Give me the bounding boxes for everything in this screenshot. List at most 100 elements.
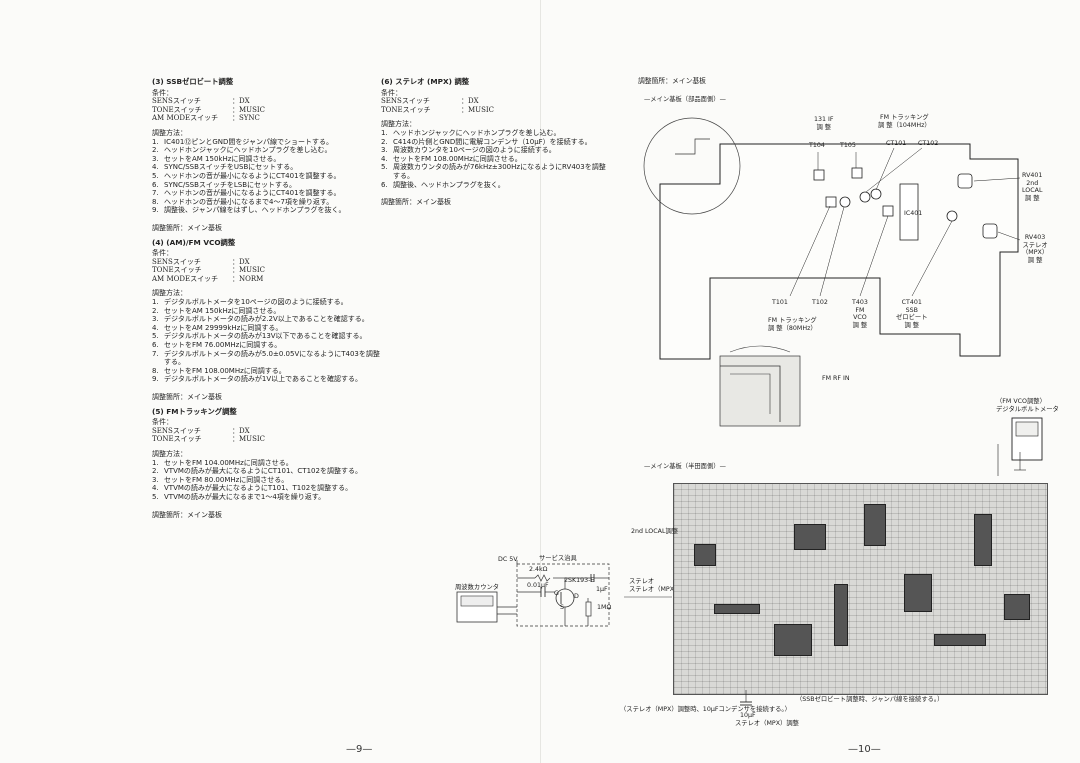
step: 2.VTVMの読みが最大になるようにCT101、CT102を調整する。 [152,467,362,476]
label-t101: T101 [772,299,788,306]
ic-chip [934,634,986,646]
right-location-header: 調整箇所：メイン基板 [638,77,706,85]
step: 7.ヘッドホンの音が最小になるようにCT401を調整する。 [152,189,341,198]
step: 2.ヘッドホンジャックにヘッドホンプラグを差し込む。 [152,146,332,155]
label-fet: 2SK193-E [564,577,595,584]
step: 8.セットをFM 108.00MHzに同調する。 [152,366,286,375]
condition-key: SENSスイッチ [152,426,201,435]
label-dc5v: DC 5V [498,556,518,563]
step-list: 1.IC401⑫ピンとGND間をジャンパ線でショートする。 2.ヘッドホンジャッ… [152,138,382,215]
ic-chip [794,524,826,550]
section-fm-tracking: (5) FMトラッキング調整 条件： SENSスイッチ：DX TONEスイッチ：… [152,407,382,520]
method-label: 調整方法： [381,120,416,129]
step: 9.デジタルボルトメータの読みが1V以上であることを確認する。 [152,375,363,384]
label-fm-tracking-104: FM トラッキング調 整（104MHz） [878,114,931,129]
method-label: 調整方法： [152,289,187,298]
step: 5.デジタルボルトメータの読みが13V以下であることを確認する。 [152,332,367,341]
condition-key: SENSスイッチ [152,257,201,266]
label-c-0-01uf: 0.01μF [527,582,549,589]
conditions-label: 条件： [152,249,173,258]
ic-chip [834,584,848,646]
condition-key: TONEスイッチ [152,435,202,444]
service-jig-circuit [456,560,610,627]
left-column: (3) SSBゼロビート調整 条件： SENSスイッチ：DX TONEスイッチ：… [152,77,382,520]
section-stereo-mpx: (6) ステレオ (MPX) 調整 条件： SENSスイッチ：DX TONEスイ… [381,77,606,207]
method-label: 調整方法： [152,128,187,137]
step: 6.セットをFM 76.00MHzに同調する。 [152,341,282,350]
conditions: SENSスイッチ：DX TONEスイッチ：MUSIC [381,97,606,114]
label-t104: T104 [809,142,825,149]
label-fm-rf-in: FM RF IN [822,375,850,382]
conditions-label: 条件： [152,418,173,427]
condition-key: TONEスイッチ [152,266,202,275]
condition-value: ：MUSIC [461,105,494,114]
condition-value: ：DX [232,426,250,435]
condition-key: AM MODEスイッチ [152,274,219,283]
section-fm-vco: (4) (AM)/FM VCO調整 条件： SENSスイッチ：DX TONEスイ… [152,237,382,402]
label-10uf: 10μF [740,712,756,719]
conditions-label: 条件： [152,88,173,97]
conditions-label: 条件： [381,88,402,97]
ic-chip [694,544,716,566]
step: 4.セットをFM 108.00MHzに同調させる。 [381,154,522,163]
step: 1.IC401⑫ピンとGND間をジャンパ線でショートする。 [152,137,334,146]
step: 5.VTVMの読みが最大になるまで1～4項を繰り返す。 [152,492,326,501]
label-s: S [560,604,564,611]
label-dvm: デジタルボルトメータ [996,406,1059,413]
leader-stereo [624,596,672,598]
step: 3.セットをAM 150kHzに同調させる。 [152,154,281,163]
step: 3.周波数カウンタを10ページの図のように接続する。 [381,146,556,155]
label-2nd-local-adj: 2nd LOCAL調整 [631,528,679,535]
step-list: 1.デジタルボルトメータを10ページの図のように接続する。 2.セットをAM 1… [152,298,382,384]
top-board-caption: —メイン基板（部品面側）— [644,96,726,103]
label-service-jig: サービス治具 [539,555,577,562]
main-board-solder-side [673,483,1048,695]
section-title: (4) (AM)/FM VCO調整 [152,237,236,247]
page-number-right: —10— [848,744,881,755]
label-g: G [554,590,559,597]
step: 4.SYNC/SSBスイッチをUSBにセットする。 [152,163,298,172]
adjustment-location: 調整箇所：メイン基板 [152,510,222,519]
condition-value: ：MUSIC [232,266,265,275]
bottom-board-caption: —メイン基板（半田面側）— [644,463,726,470]
ic-chip [904,574,932,612]
step: 5.ヘッドホンの音が最小になるようにCT401を調整する。 [152,171,341,180]
step-list: 1.セットをFM 104.00MHzに同調させる。 2.VTVMの読みが最大にな… [152,459,382,502]
ic-chip [1004,594,1030,620]
label-mpx-cap-note: （ステレオ（MPX）調整時、10μFコンデンサを接続する。） [620,706,791,713]
step: 6.SYNC/SSBスイッチをLSBにセットする。 [152,180,297,189]
method-label: 調整方法： [152,449,187,458]
ic-chip [774,624,812,656]
step: 1.セットをFM 104.00MHzに同調させる。 [152,458,293,467]
label-fm-tracking-80: FM トラッキング調 整（80MHz） [768,317,817,332]
step-list: 1.ヘッドホンジャックにヘッドホンプラグを差し込む。 2.C414の片側とGND… [381,129,606,189]
label-stereo-mpx-adj-2: ステレオ（MPX）調整 [735,720,799,727]
step: 2.セットをAM 150kHzに同調させる。 [152,306,281,315]
label-ic401: IC401 [904,210,923,217]
label-ct101: CT101 [886,140,907,147]
adjustment-location: 調整箇所：メイン基板 [381,198,451,207]
label-t105: T105 [840,142,856,149]
label-r-2-4k: 2.4kΩ [529,566,548,573]
condition-value: ：MUSIC [232,435,265,444]
conditions: SENSスイッチ：DX TONEスイッチ：MUSIC AM MODEスイッチ：S… [152,97,382,123]
step: 4.セットをAM 29999kHzに同調する。 [152,323,283,332]
step: 1.ヘッドホンジャックにヘッドホンプラグを差し込む。 [381,128,561,137]
adjustment-location: 調整箇所：メイン基板 [152,223,222,232]
section-ssb-zerobeat: (3) SSBゼロビート調整 条件： SENSスイッチ：DX TONEスイッチ：… [152,77,382,233]
condition-value: ：NORM [232,274,264,283]
label-r-1m: 1MΩ [597,604,612,611]
condition-value: ：SYNC [232,114,260,123]
ic-chip [974,514,992,566]
middle-column: (6) ステレオ (MPX) 調整 条件： SENSスイッチ：DX TONEスイ… [381,77,606,207]
condition-key: TONEスイッチ [381,105,431,114]
capacitor-10uf [740,690,752,706]
step: 3.デジタルボルトメータの読みが2.2V以上であることを確認する。 [152,315,369,324]
label-freq-counter: 周波数カウンタ [455,584,500,591]
ic-chip [714,604,760,614]
